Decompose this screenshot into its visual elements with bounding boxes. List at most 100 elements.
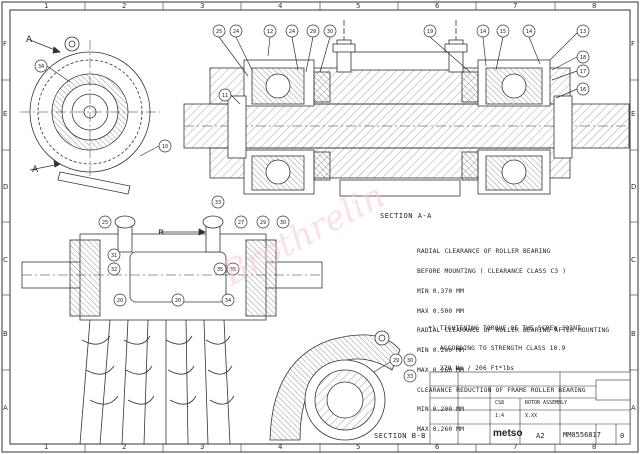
title-scale: 1:4: [495, 413, 505, 419]
grid-col-5-bottom: 5: [356, 443, 361, 451]
torque-line: *) TIGHTENING TORQUE OF THE SCREW JOINT: [428, 324, 582, 332]
note-line: RADIAL CLEARANCE OF ROLLER BEARING AFTER…: [417, 327, 610, 335]
balloon: 12: [267, 29, 273, 35]
balloon: 34: [38, 64, 44, 70]
note-line: RADIAL CLEARANCE OF ROLLER BEARING: [417, 248, 551, 256]
grid-col-4-bottom: 4: [278, 443, 283, 451]
note-line: MIN 0.370 MM: [417, 287, 465, 295]
balloon: 19: [427, 29, 433, 35]
note-line: BEFORE MOUNTING ( CLEARANCE CLASS C3 ): [417, 267, 567, 275]
section-aa-view: [183, 20, 630, 197]
grid-col-6: 6: [435, 2, 440, 10]
balloon: 32: [111, 267, 117, 273]
balloon: 25: [102, 220, 108, 226]
note-line: MAX 0.260 MM: [417, 426, 465, 434]
note-line: MAX 0.260 MM: [417, 366, 465, 374]
grid-row-c: C: [3, 256, 8, 264]
balloon: 17: [580, 69, 586, 75]
grid-col-3-bottom: 3: [200, 443, 205, 451]
rotor-side-view: [21, 215, 323, 445]
grid-row-f: F: [3, 40, 8, 48]
balloon: 20: [117, 298, 123, 304]
balloon: 34: [225, 298, 231, 304]
grid-row-a: A: [3, 404, 8, 412]
title-description: ROTOR ASSEMBLY: [525, 400, 568, 406]
balloon: 35: [230, 267, 236, 273]
grid-col-2: 2: [122, 2, 127, 10]
torque-line: 278 Nm / 206 Ft*lbs: [428, 365, 515, 373]
balloon: 25: [216, 29, 222, 35]
grid-col-5: 5: [356, 2, 361, 10]
balloon: 30: [327, 29, 333, 35]
balloon: 10: [162, 144, 168, 150]
balloon: 18: [580, 55, 586, 61]
torque-note: *) TIGHTENING TORQUE OF THE SCREW JOINT …: [428, 312, 581, 380]
title-block: [429, 371, 631, 445]
bearing-clearance-notes: RADIAL CLEARANCE OF ROLLER BEARING BEFOR…: [417, 236, 609, 440]
title-material: CS8: [495, 400, 505, 406]
grid-col-6-bottom: 6: [435, 443, 440, 451]
grid-col-1-bottom: 1: [44, 443, 49, 451]
end-view-balloon-labels: 34 10: [38, 64, 168, 150]
end-view: [20, 36, 160, 195]
grid-row-c-right: C: [631, 256, 636, 264]
grid-row-b: B: [3, 330, 8, 338]
section-bb-view: [269, 330, 401, 441]
balloon: 30: [280, 220, 286, 226]
drawing-number: MM0556817: [563, 431, 601, 439]
grid-col-4: 4: [278, 2, 283, 10]
section-bb-balloon-labels: 29 30 33: [393, 358, 413, 380]
rotor-side-balloon-labels: 25 31 32 33 20 35 35 27 29 30 20 34: [102, 200, 286, 304]
grid-row-d-right: D: [631, 183, 637, 191]
end-view-balloons: [34, 59, 172, 157]
balloon: 33: [215, 200, 221, 206]
section-a-marker-top: A: [26, 35, 33, 45]
balloon: 16: [580, 87, 586, 93]
balloon: 14: [480, 29, 486, 35]
grid-col-8: 8: [592, 2, 597, 10]
balloon: 14: [526, 29, 532, 35]
section-aa-label: SECTION A-A: [380, 212, 432, 220]
torque-line: ACCORDING TO STRENGTH CLASS 10.9: [428, 344, 566, 352]
balloon: 11: [222, 93, 228, 99]
grid-row-e-right: E: [631, 110, 636, 118]
title-size: A2: [536, 432, 545, 440]
grid-col-7: 7: [513, 2, 518, 10]
grid-col-2-bottom: 2: [122, 443, 127, 451]
grid-col-3: 3: [200, 2, 205, 10]
note-line: MAX 0.500 MM: [417, 307, 465, 315]
balloon: 29: [260, 220, 266, 226]
balloon: 24: [289, 29, 295, 35]
balloon: 24: [233, 29, 239, 35]
grid-row-a-right: A: [631, 404, 636, 412]
note-line: MIN 0.200 MM: [417, 406, 465, 414]
balloon: 20: [175, 298, 181, 304]
sheet-number: 0: [620, 432, 625, 440]
title-mass: X.XX: [525, 413, 538, 419]
balloon: 30: [407, 358, 413, 364]
grid-row-e: E: [3, 110, 8, 118]
balloon: 33: [407, 374, 413, 380]
grid-col-8-bottom: 8: [592, 443, 597, 451]
note-line: CLEARANCE REDUCTION OF FRAME ROLLER BEAR…: [417, 386, 586, 394]
section-aa-balloons: [212, 24, 590, 105]
balloon: 29: [393, 358, 399, 364]
section-a-marker-bottom: A: [32, 165, 39, 175]
balloon: 13: [580, 29, 586, 35]
rotor-side-balloons: [98, 195, 290, 307]
grid-row-f-right: F: [631, 40, 636, 48]
balloon: 15: [500, 29, 506, 35]
balloon: 29: [310, 29, 316, 35]
grid-col-7-bottom: 7: [513, 443, 518, 451]
grid-row-d: D: [3, 183, 9, 191]
grid-col-1: 1: [44, 2, 49, 10]
grid-row-b-right: B: [631, 330, 636, 338]
balloon: 35: [217, 267, 223, 273]
balloon: 27: [238, 220, 244, 226]
balloon: 31: [111, 253, 117, 259]
section-bb-balloons: [373, 353, 417, 383]
section-bb-label: SECTION B-B: [374, 432, 426, 440]
metso-logo: metso: [493, 428, 523, 439]
